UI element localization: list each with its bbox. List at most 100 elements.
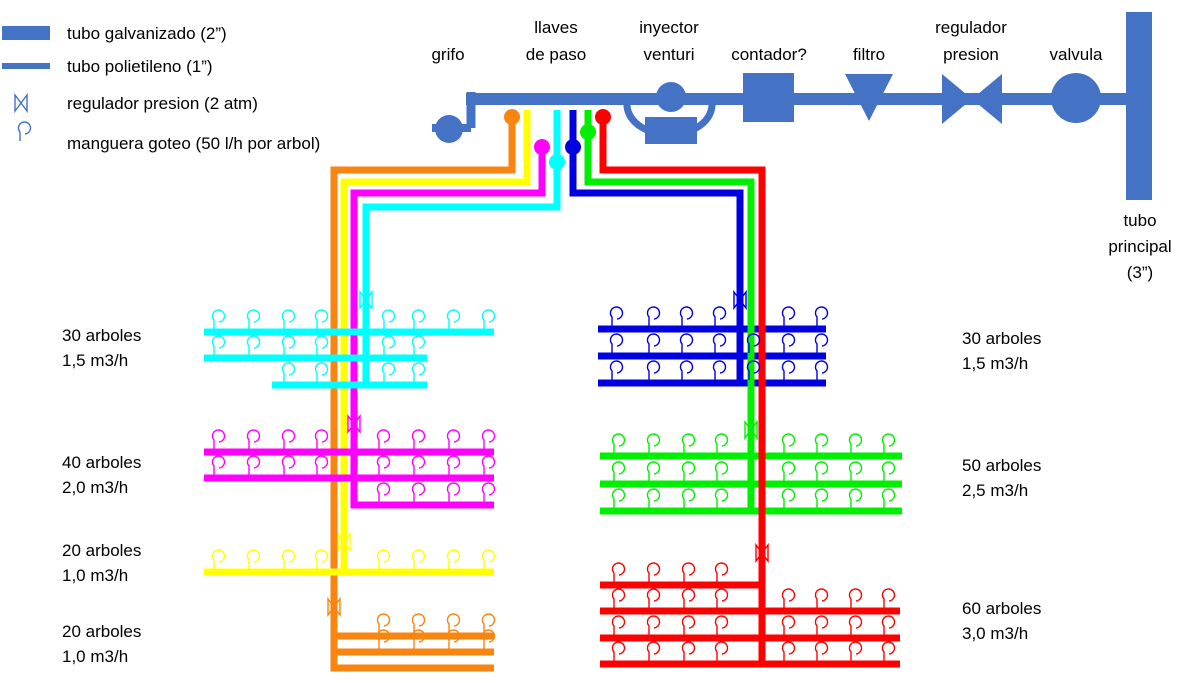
dripper-icon [681, 461, 696, 481]
dripper-icon [411, 455, 426, 475]
dripper-icon [814, 333, 829, 353]
dripper-icon [211, 455, 226, 475]
dripper-icon [646, 588, 661, 608]
dripper-icon [246, 455, 261, 475]
dripper-icon [246, 335, 261, 355]
shutoff-valve-icon [504, 109, 520, 125]
dripper-icon [481, 629, 496, 649]
dripper-icon [446, 482, 461, 502]
shutoff-valve-icon [565, 139, 581, 155]
legend-label-dripper-icon: manguera goteo (50 l/h por arbol) [67, 134, 320, 153]
dripper-icon [848, 488, 863, 508]
zone-blue-trees: 30 arboles [962, 329, 1041, 348]
dripper-icon [281, 335, 296, 355]
zone-yellow-flow: 1,0 m3/h [62, 566, 128, 585]
component-label-tubo-principal-line2: principal [1108, 237, 1171, 256]
dripper-icon [814, 588, 829, 608]
pressure-regulator-icon [337, 531, 351, 553]
dripper-icon [679, 360, 694, 380]
dripper-icon [781, 615, 796, 635]
pressure-regulator-icon [327, 596, 341, 618]
dripper-icon [781, 306, 796, 326]
dripper-icon [376, 482, 391, 502]
component-label-contador: contador? [731, 45, 807, 64]
dripper-icon [611, 433, 626, 453]
dripper-icon [781, 360, 796, 380]
zone-orange-trees: 20 arboles [62, 622, 141, 641]
dripper-icon [481, 482, 496, 502]
dripper-icon [314, 362, 329, 382]
pressure-regulator-icon [744, 419, 758, 441]
dripper-icon [376, 629, 391, 649]
dripper-icon [281, 455, 296, 475]
dripper-icon [714, 488, 729, 508]
dripper-icon [814, 488, 829, 508]
dripper-icon [781, 333, 796, 353]
shutoff-valve-icon [534, 139, 550, 155]
component-label-llaves-line1: llaves [534, 18, 577, 37]
dripper-icon [211, 549, 226, 569]
zone-magenta-flow: 2,0 m3/h [62, 478, 128, 497]
pressure-regulator-icon [755, 542, 769, 564]
dripper-icon [781, 588, 796, 608]
zone-cyan-flow: 1,5 m3/h [62, 351, 128, 370]
dripper-icon [211, 429, 226, 449]
component-label-regulador-line2: presion [943, 45, 999, 64]
dripper-icon [679, 306, 694, 326]
dripper-icon [446, 629, 461, 649]
dripper-icon [646, 306, 661, 326]
dripper-icon [281, 309, 296, 329]
pipe-network [204, 12, 1152, 672]
dripper-icon [781, 488, 796, 508]
dripper-icon [646, 615, 661, 635]
dripper-icon [646, 488, 661, 508]
dripper-icon [411, 613, 426, 633]
dripper-icon [646, 433, 661, 453]
venturi-box-icon [645, 117, 697, 144]
grifo-icon [435, 115, 463, 143]
dripper-icon [446, 549, 461, 569]
component-label-tubo-principal-line3: (3”) [1127, 263, 1153, 282]
dripper-icon [411, 309, 426, 329]
dripper-icon [848, 641, 863, 661]
dripper-icon [381, 335, 396, 355]
dripper-icon [481, 429, 496, 449]
dripper-icon [611, 615, 626, 635]
component-label-llaves-line2: de paso [526, 45, 587, 64]
dripper-icon [646, 360, 661, 380]
dripper-icon [814, 641, 829, 661]
zone-magenta-trees: 40 arboles [62, 453, 141, 472]
dripper-icon [881, 488, 896, 508]
dripper-icon [646, 562, 661, 582]
dripper-icon [281, 549, 296, 569]
dripper-icon [211, 335, 226, 355]
pressure-regulator-icon [14, 92, 28, 114]
dripper-icon [609, 306, 624, 326]
dripper-icon [681, 615, 696, 635]
dripper-icon [281, 429, 296, 449]
dripper-icon [814, 360, 829, 380]
zone-red-trees: 60 arboles [962, 599, 1041, 618]
dripper-icon [481, 455, 496, 475]
dripper-icon [714, 433, 729, 453]
zone-yellow-trees: 20 arboles [62, 541, 141, 560]
dripper-icon [714, 562, 729, 582]
dripper-icon [611, 461, 626, 481]
pressure-regulator-icon [359, 289, 373, 311]
orange-supply-pipe [330, 117, 516, 672]
component-label-valvula: valvula [1050, 45, 1103, 64]
green-supply-pipe [584, 110, 755, 513]
dripper-icon [848, 461, 863, 481]
dripper-icon [814, 461, 829, 481]
red-supply-pipe [599, 110, 766, 664]
dripper-icon [411, 362, 426, 382]
dripper-icon [611, 488, 626, 508]
shutoff-valve-icon [580, 124, 596, 140]
dripper-icon [611, 641, 626, 661]
dripper-icon [681, 641, 696, 661]
dripper-icon [781, 641, 796, 661]
dripper-icon [609, 333, 624, 353]
dripper-icon [646, 333, 661, 353]
component-label-regulador-line1: regulador [935, 18, 1007, 37]
